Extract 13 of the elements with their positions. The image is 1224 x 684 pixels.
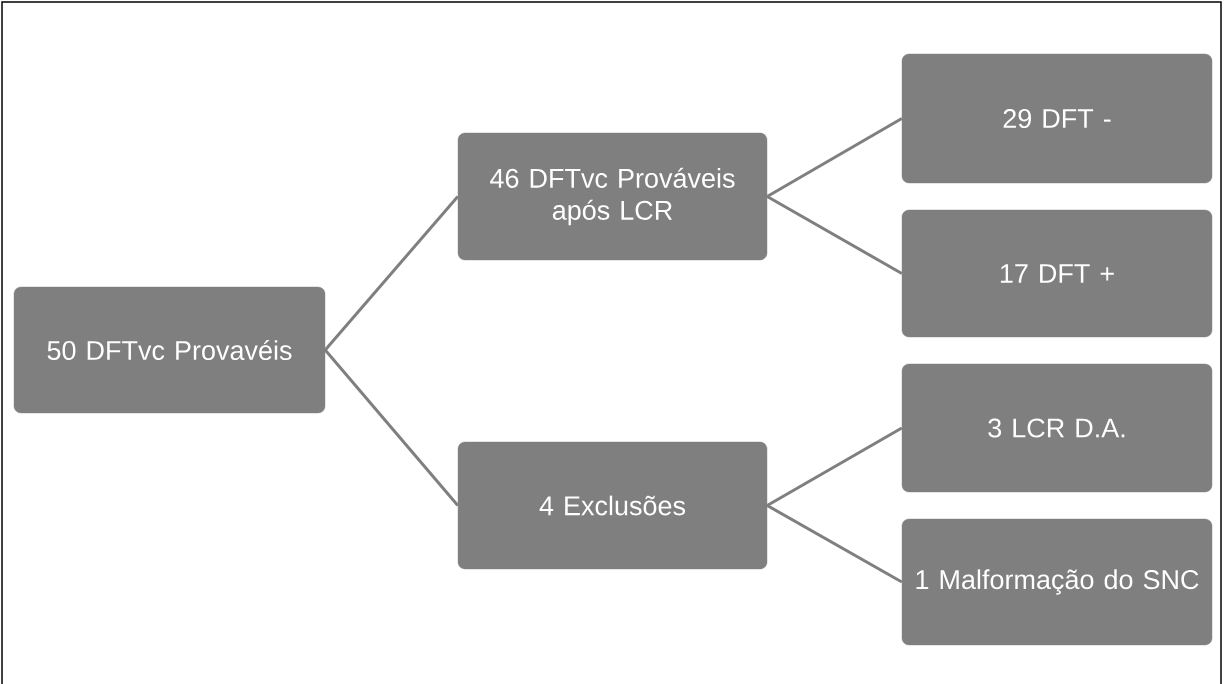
process-box: 29 DFT - xyxy=(901,53,1213,184)
process-box: 1 Malformação do SNC xyxy=(901,518,1213,646)
process-box: 3 LCR D.A. xyxy=(901,363,1213,493)
connector-line xyxy=(766,117,903,198)
process-box: 17 DFT + xyxy=(901,209,1213,338)
connector-line xyxy=(766,195,903,275)
process-box: 46 DFTvc Prováveis após LCR xyxy=(457,132,768,261)
connector-line xyxy=(766,504,903,584)
process-box: 4 Exclusões xyxy=(457,441,768,570)
connector-line xyxy=(766,426,903,507)
connector-line xyxy=(324,349,459,507)
process-box: 50 DFTvc Provavéis xyxy=(13,286,326,414)
connector-line xyxy=(324,195,459,351)
